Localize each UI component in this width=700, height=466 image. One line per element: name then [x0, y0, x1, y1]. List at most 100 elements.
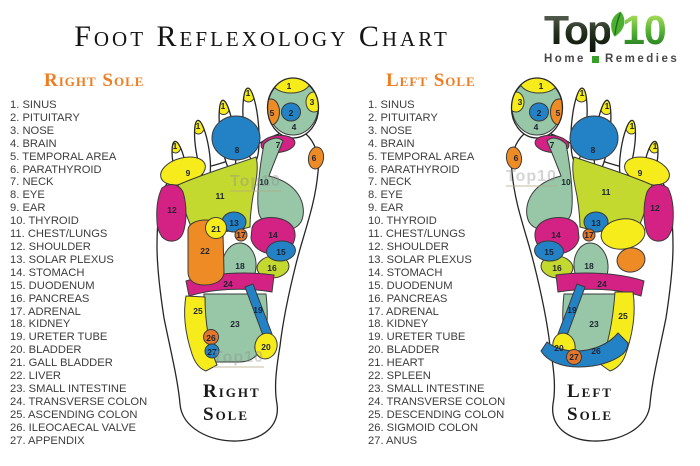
logo-square-icon [591, 55, 599, 63]
list-item: 24. TRANSVERSE COLON [368, 395, 506, 408]
list-item: 25. ASCENDING COLON [10, 408, 138, 421]
region-number: 22 [200, 246, 210, 256]
list-item: 9. EAR [368, 202, 404, 215]
leaf-icon [603, 8, 630, 45]
left-sole-header: Left Sole [386, 70, 476, 91]
list-item: 22. SPLEEN [368, 370, 431, 383]
region-number: 20 [261, 342, 271, 352]
region-number: 5 [556, 108, 561, 118]
region-number: 7 [276, 140, 281, 150]
region-number: 9 [638, 168, 643, 178]
logo-home-text: Home [544, 53, 586, 65]
region-number: 1 [196, 121, 201, 131]
list-item: 2. PITUITARY [10, 111, 80, 124]
region-number: 27 [207, 347, 217, 357]
region-number: 1 [605, 101, 610, 111]
list-item: 12. SHOULDER [368, 240, 449, 253]
region-number: 23 [230, 319, 240, 329]
region-number: 13 [229, 218, 239, 228]
region-number: 20 [554, 343, 564, 353]
list-item: 23. SMALL INTESTINE [10, 382, 127, 395]
region-number: 16 [267, 263, 277, 273]
list-item: 15. DUODENUM [368, 279, 453, 292]
region-number: 8 [591, 145, 596, 155]
region-number: 26 [206, 333, 216, 343]
region-number: 18 [584, 261, 594, 271]
region-number: 1 [539, 81, 544, 91]
region-number: 1 [580, 88, 585, 98]
list-item: 16. PANCREAS [368, 292, 448, 305]
region-number: 10 [259, 177, 269, 187]
list-item: 6. PARATHYROID [368, 163, 460, 176]
list-item: 11. CHEST/LUNGS [368, 228, 466, 241]
logo-wordmark: Top 10 [544, 8, 674, 52]
page-title: Foot Reflexology Chart [74, 20, 450, 53]
list-item: 1. SINUS [368, 99, 415, 111]
region-number: 1 [246, 88, 251, 98]
region-number: 15 [276, 247, 286, 257]
list-item: 18. KIDNEY [368, 318, 429, 331]
watermark: Top10 [506, 168, 557, 187]
region-number: 12 [650, 203, 660, 213]
list-item: 21. HEART [368, 357, 425, 370]
region-number: 6 [514, 153, 519, 163]
list-item: 23. SMALL INTESTINE [368, 382, 485, 395]
watermark: Top10 [213, 349, 264, 368]
list-item: 13. SOLAR PLEXUS [368, 253, 472, 266]
list-item: 17. ADRENAL [10, 305, 81, 318]
watermark: Top10 [230, 173, 281, 192]
region-number: 1 [173, 141, 178, 151]
region-number: 1 [287, 81, 292, 91]
region-number: 13 [591, 218, 601, 228]
list-item: 26. SIGMOID COLON [368, 421, 479, 434]
list-item: 8. EYE [10, 189, 45, 202]
list-item: 3. NOSE [368, 124, 413, 137]
region-number: 10 [561, 177, 571, 187]
left-foot-numbers: 1 3 5 2 4 1 1 1 1 7 6 8 9 10 11 12 13 17… [514, 81, 660, 362]
region-number: 14 [551, 230, 561, 240]
region-number: 23 [589, 319, 599, 329]
region-number: 1 [630, 121, 635, 131]
region-number: 9 [186, 168, 191, 178]
region-gall-bladder [205, 217, 227, 239]
left-foot-diagram: 1 3 5 2 4 1 1 1 1 7 6 8 9 10 11 12 13 17… [505, 71, 673, 441]
list-item: 10. THYROID [368, 215, 437, 228]
region-number: 17 [236, 230, 246, 240]
list-item: 3. NOSE [10, 124, 55, 137]
region-number: 26 [591, 346, 601, 356]
list-item: 7. NECK [10, 176, 54, 189]
region-number: 8 [235, 145, 240, 155]
region-number: 2 [537, 108, 542, 118]
list-item: 24. TRANSVERSE COLON [10, 395, 148, 408]
region-spleen [616, 247, 646, 273]
list-item: 5. TEMPORAL AREA [368, 150, 475, 163]
list-item: 18. KIDNEY [10, 318, 71, 331]
list-item: 17. ADRENAL [368, 305, 439, 318]
list-item: 22. LIVER [10, 370, 61, 383]
list-item: 13. SOLAR PLEXUS [10, 253, 114, 266]
logo-top-text: Top [544, 7, 612, 53]
list-item: 19. URETER TUBE [368, 331, 466, 344]
list-item: 8. EYE [368, 189, 403, 202]
region-anus [566, 349, 582, 365]
region-number: 15 [544, 247, 554, 257]
list-item: 9. EAR [10, 202, 46, 215]
region-number: 19 [253, 305, 263, 315]
left-sole-label-line2: Sole [567, 404, 613, 425]
region-number: 11 [216, 191, 225, 201]
list-item: 2. PITUITARY [368, 111, 438, 124]
region-number: 19 [567, 305, 577, 315]
list-item: 12. SHOULDER [10, 240, 91, 253]
list-item: 15. DUODENUM [10, 279, 95, 292]
right-foot-diagram: 1 3 5 2 4 1 1 1 1 7 6 8 9 10 11 12 13 21… [157, 71, 325, 441]
region-number: 16 [552, 263, 562, 273]
region-number: 21 [211, 224, 221, 234]
list-item: 20. BLADDER [10, 344, 82, 357]
region-number: 25 [618, 311, 628, 321]
list-item: 6. PARATHYROID [10, 163, 102, 176]
region-number: 12 [167, 205, 177, 215]
region-number: 24 [223, 279, 233, 289]
list-item: 4. BRAIN [368, 137, 415, 150]
